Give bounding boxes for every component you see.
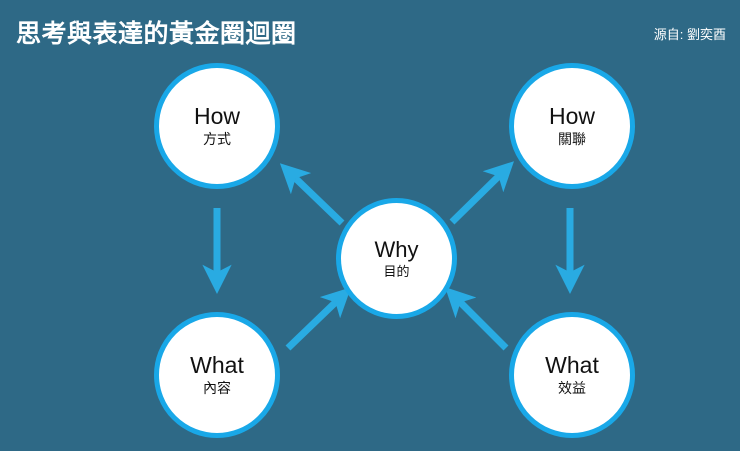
node-title: What	[545, 352, 599, 379]
node-how-method[interactable]: How 方式	[154, 63, 280, 189]
arrow-why-to-how-relation	[449, 161, 514, 225]
node-title: Why	[374, 236, 419, 262]
attribution-label: 源自: 劉奕酉	[653, 27, 726, 42]
page-title: 思考與表達的黃金圈迴圈	[16, 20, 297, 48]
node-subtitle: 方式	[203, 131, 231, 148]
arrow-what-content-to-why	[285, 287, 352, 351]
node-what-content[interactable]: What 內容	[154, 312, 280, 438]
node-what-benefit[interactable]: What 效益	[509, 312, 635, 438]
node-how-relation[interactable]: How 關聯	[509, 63, 635, 189]
node-title: What	[190, 352, 244, 379]
node-subtitle: 效益	[558, 380, 586, 397]
node-title: How	[548, 103, 595, 130]
node-subtitle: 內容	[203, 380, 231, 397]
node-subtitle: 目的	[383, 263, 410, 279]
node-subtitle: 關聯	[558, 131, 586, 148]
node-title: How	[193, 103, 240, 130]
arrow-why-to-how-method	[279, 163, 345, 226]
arrow-what-benefit-to-why	[445, 287, 509, 351]
node-why-purpose[interactable]: Why 目的	[336, 198, 457, 319]
